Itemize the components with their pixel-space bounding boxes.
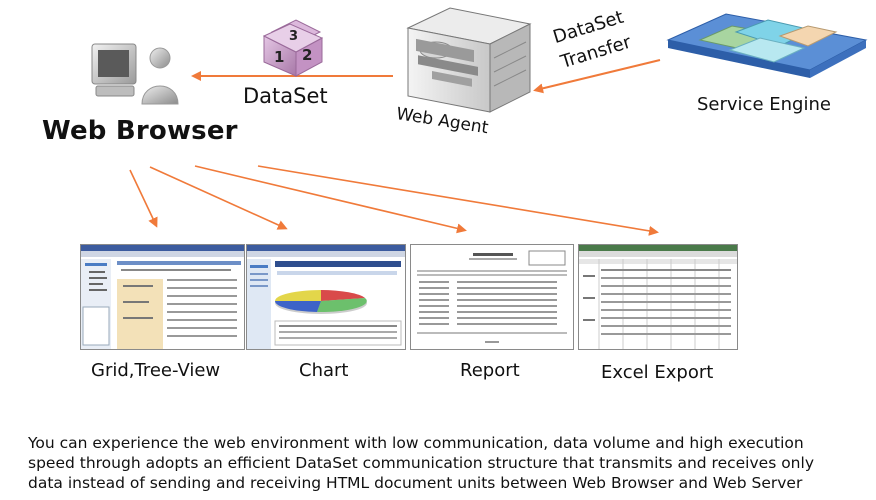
description-line-2: speed through adopts an efficient DataSe… [28,454,814,472]
cube-digit-right: 2 [302,46,312,64]
cube-digit-top: 3 [289,29,298,44]
arrow-to-report [194,165,467,234]
dataset-label: DataSet [243,84,328,108]
description-line-1: You can experience the web environment w… [28,434,804,452]
arrow-to-grid [129,169,158,228]
description-text: You can experience the web environment w… [28,433,868,493]
caption-report: Report [460,360,520,381]
chart-thumbnail [246,244,406,350]
cube-digit-left: 1 [274,48,284,66]
arrow-to-chart [149,166,288,230]
web-browser-label: Web Browser [42,116,238,146]
arrow-to-excel [257,165,659,236]
arrow-engine-to-agent [533,59,661,94]
service-engine-label: Service Engine [697,94,831,115]
caption-chart: Chart [299,360,349,381]
description-line-3: data instead of sending and receiving HT… [28,474,803,492]
report-thumbnail [410,244,574,350]
excel-export-thumbnail [578,244,738,350]
caption-grid-tree-view: Grid,Tree-View [91,360,221,381]
grid-tree-view-thumbnail [80,244,245,350]
caption-excel-export: Excel Export [601,362,714,383]
